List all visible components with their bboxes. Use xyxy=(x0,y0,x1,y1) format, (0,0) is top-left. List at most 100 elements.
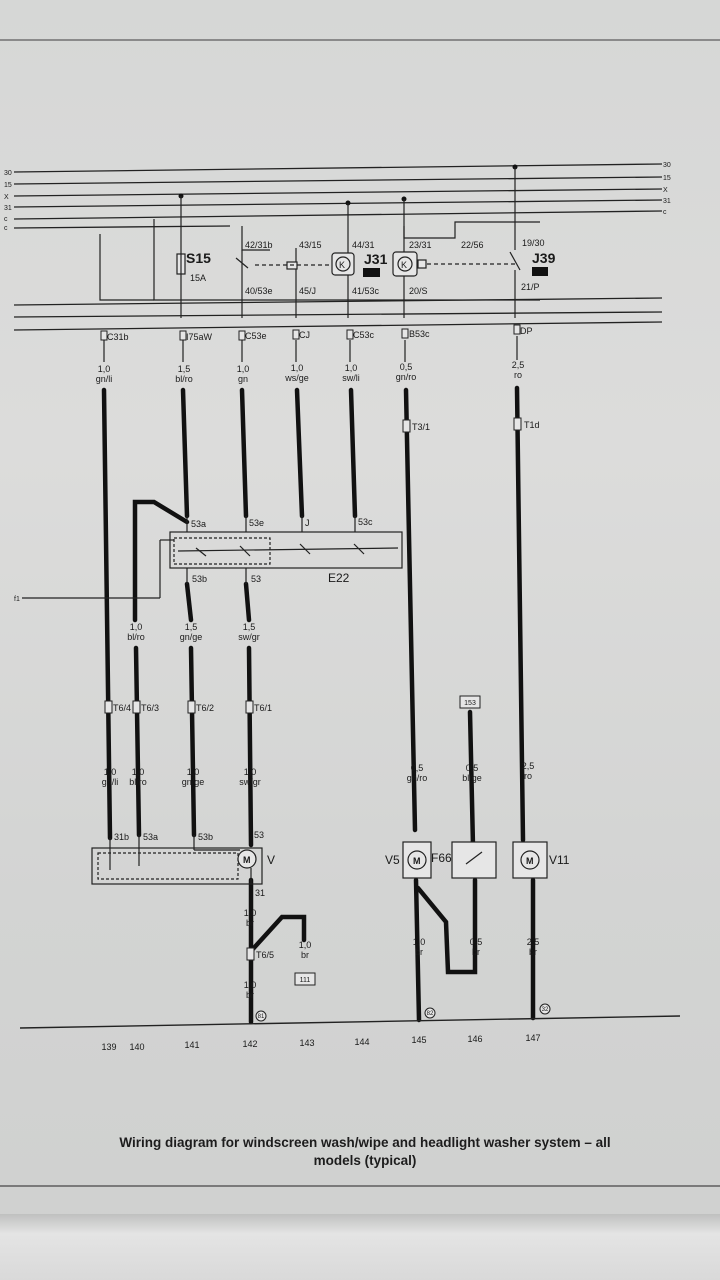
caption-line-1: Wiring diagram for windscreen wash/wipe … xyxy=(119,1135,611,1150)
column-143: 143 xyxy=(299,1038,314,1048)
connector-cj: CJ xyxy=(299,330,310,340)
wire-mid-color-2: gn/ge xyxy=(180,632,203,642)
wiper-motor-v xyxy=(91,835,263,885)
wire-lower-gauge-6: 0,5 xyxy=(466,763,479,773)
switch-f66-code: F66 xyxy=(431,851,452,865)
plug-t6-1: T6/1 xyxy=(254,703,272,713)
wire-top-color-6: gn/ro xyxy=(396,372,417,382)
fuse-code: S15 xyxy=(186,250,211,266)
wire-mid-gauge-2: 1,5 xyxy=(185,622,198,632)
pump-v5-motor-icon xyxy=(407,850,427,870)
paper-edge xyxy=(0,1214,720,1280)
wire-bottom-gauge-3: 1,0 xyxy=(244,980,257,990)
ground-rail xyxy=(19,1015,681,1029)
pump-v11-symbol: M xyxy=(526,856,534,866)
feed-label: f1 xyxy=(14,596,20,603)
wire-top-gauge-6: 0,5 xyxy=(400,362,413,372)
wire-top-gauge-7: 2,5 xyxy=(512,360,525,370)
switch-f66-box xyxy=(451,841,497,879)
wire-bottom-color-4: br xyxy=(415,947,423,957)
bus-lines xyxy=(13,163,663,229)
plug-t6-4: T6/4 xyxy=(113,703,131,713)
wire-bottom-color-6: br xyxy=(529,947,537,957)
pin-40-53e: 40/53e xyxy=(245,286,273,296)
wire-lower-color-4: sw/gr xyxy=(239,777,261,787)
wire-lower-color-6: bl/ge xyxy=(462,773,482,783)
column-147: 147 xyxy=(525,1033,540,1043)
bus-label-right-x: X xyxy=(663,187,668,194)
bus-label-left-31: 31 xyxy=(4,205,12,212)
wire-bottom-color-5: br xyxy=(472,947,480,957)
wire-lower-color-1: gn/li xyxy=(102,777,119,787)
wire-lower-gauge-4: 1,0 xyxy=(244,767,257,777)
switch-terminal-53a: 53a xyxy=(191,519,206,529)
connector-c31b: C31b xyxy=(107,332,129,342)
column-141: 141 xyxy=(184,1040,199,1050)
pin-45-j: 45/J xyxy=(299,286,316,296)
plug-t1d: T1d xyxy=(524,420,540,430)
relay-j39-block xyxy=(532,267,548,276)
bus-label-left-c2: c xyxy=(4,225,8,232)
wire-lower-color-7: ro xyxy=(524,771,532,781)
switch-terminal-j: J xyxy=(305,518,310,528)
figure-caption: Wiring diagram for windscreen wash/wipe … xyxy=(20,1134,710,1170)
terminal-153: 153 xyxy=(464,700,476,707)
pin-23-31: 23/31 xyxy=(409,240,432,250)
pin-19-30: 19/30 xyxy=(522,238,545,248)
column-146: 146 xyxy=(467,1034,482,1044)
motor-terminal-53: 53 xyxy=(254,830,264,840)
connector-dp: DP xyxy=(520,326,533,336)
plug-t6-2: T6/2 xyxy=(196,703,214,713)
ground-81: 81 xyxy=(258,1014,265,1020)
wire-lower-gauge-2: 1,0 xyxy=(132,767,145,777)
relay-j31-symbol: K xyxy=(339,260,345,270)
ground-32: 32 xyxy=(542,1007,549,1013)
ground-32-marker xyxy=(539,1003,551,1015)
wire-bottom-gauge-4: 1,0 xyxy=(413,937,426,947)
wire-top-gauge-1: 1,0 xyxy=(98,364,111,374)
pin-21-p: 21/P xyxy=(521,282,540,292)
ground-82: 82 xyxy=(427,1011,434,1017)
motor-terminal-53b: 53b xyxy=(198,832,213,842)
switch-e22-code: E22 xyxy=(328,571,350,585)
wire-top-gauge-2: 1,5 xyxy=(178,364,191,374)
wire-top-color-4: ws/ge xyxy=(284,373,309,383)
bus-label-left-c: c xyxy=(4,216,8,223)
pin-20-s: 20/S xyxy=(409,286,428,296)
column-140: 140 xyxy=(129,1042,144,1052)
wire-lower-color-3: gn/ge xyxy=(182,777,205,787)
wire-top-gauge-4: 1,0 xyxy=(291,363,304,373)
pump-v11-motor-icon xyxy=(520,850,540,870)
wire-bottom-gauge-6: 2,5 xyxy=(527,937,540,947)
wire-lower-gauge-1: 1,0 xyxy=(104,767,117,777)
wire-lower-gauge-7: 2,5 xyxy=(522,761,535,771)
switch-terminal-53c: 53c xyxy=(358,517,373,527)
wire-top-gauge-5: 1,0 xyxy=(345,363,358,373)
motor-terminal-31: 31 xyxy=(255,888,265,898)
bus-label-left-x: X xyxy=(4,194,9,201)
wire-bottom-color-3: br xyxy=(246,990,254,1000)
ground-81-marker xyxy=(255,1010,267,1022)
relay-j39-symbol: K xyxy=(401,260,407,270)
wire-bottom-color-1: br xyxy=(246,918,254,928)
pump-v5-code: V5 xyxy=(385,853,400,867)
bus-label-right-c: c xyxy=(663,209,667,216)
motor-terminal-31b: 31b xyxy=(114,832,129,842)
bus-label-left-15: 15 xyxy=(4,182,12,189)
motor-v-code: V xyxy=(267,853,275,867)
connector-c53e: C53e xyxy=(245,331,267,341)
wire-lower-gauge-5: 0,5 xyxy=(411,763,424,773)
pin-42-31b: 42/31b xyxy=(245,240,273,250)
wire-bottom-gauge-5: 0,5 xyxy=(470,937,483,947)
wire-top-color-7: ro xyxy=(514,370,522,380)
column-142: 142 xyxy=(242,1039,257,1049)
plug-t6-5: T6/5 xyxy=(256,950,274,960)
wire-mid-color-1: bl/ro xyxy=(127,632,145,642)
wire-mid-gauge-1: 1,0 xyxy=(130,622,143,632)
switch-e22 xyxy=(22,516,403,599)
wire-top-color-2: bl/ro xyxy=(175,374,193,384)
plug-t3-1: T3/1 xyxy=(412,422,430,432)
wire-top-color-1: gn/li xyxy=(96,374,113,384)
relay-panel xyxy=(99,167,540,318)
